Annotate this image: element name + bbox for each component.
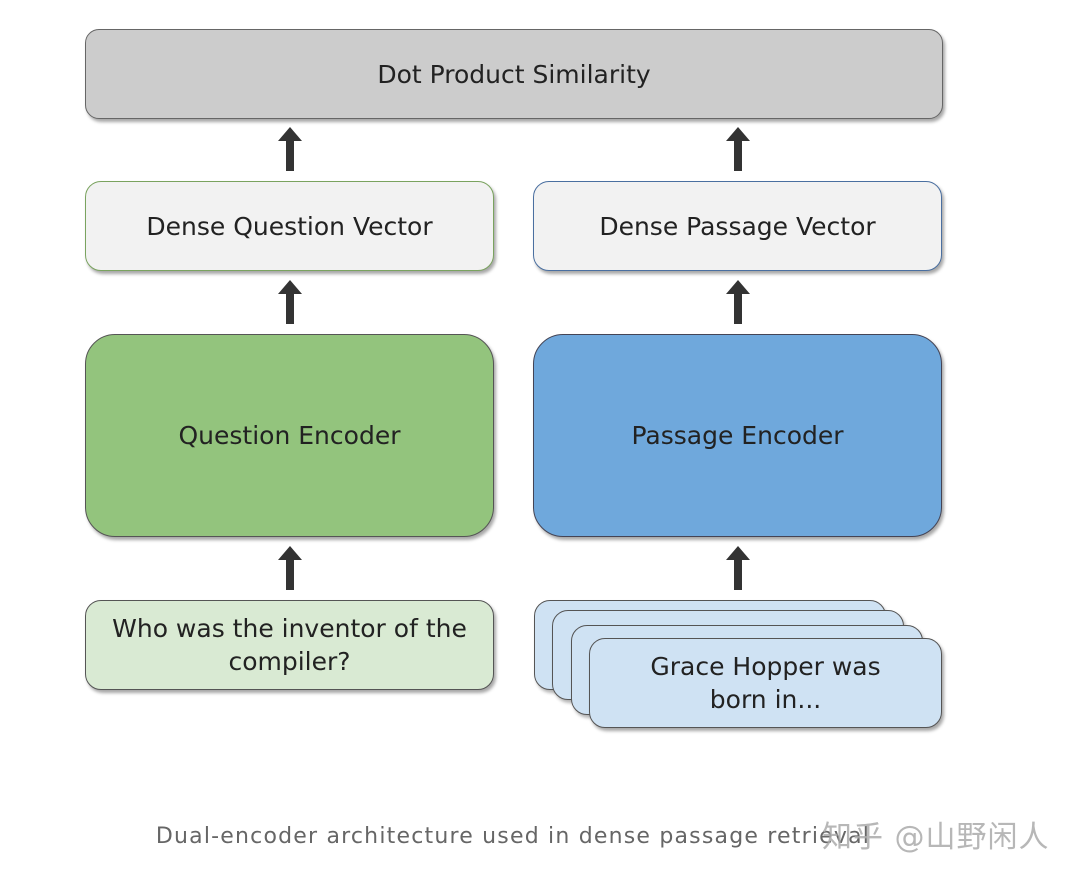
figure-caption: Dual-encoder architecture used in dense … [155,824,871,849]
question-encoder-label: Question Encoder [178,421,401,450]
dense-passage-vector-node: Dense Passage Vector [533,181,942,271]
dense-question-vector-label: Dense Question Vector [146,211,433,241]
passage-encoder-node: Passage Encoder [533,334,942,537]
dense-question-vector-node: Dense Question Vector [85,181,494,271]
passage-input-node: Grace Hopper was born in... [589,638,942,728]
passage-encoder-label: Passage Encoder [631,421,844,450]
passage-input-text: Grace Hopper was born in... [650,652,881,714]
dot-product-similarity-label: Dot Product Similarity [377,59,651,89]
up-arrow-icon [278,546,302,590]
question-input-node: Who was the inventor of the compiler? [85,600,494,690]
up-arrow-icon [726,127,750,171]
up-arrow-icon [726,546,750,590]
dense-passage-vector-label: Dense Passage Vector [599,211,876,241]
question-input-text: Who was the inventor of the compiler? [112,614,467,676]
watermark: 知乎 @山野闲人 [822,820,1050,855]
up-arrow-icon [726,280,750,324]
up-arrow-icon [278,127,302,171]
dot-product-similarity-node: Dot Product Similarity [85,29,943,119]
up-arrow-icon [278,280,302,324]
question-encoder-node: Question Encoder [85,334,494,537]
